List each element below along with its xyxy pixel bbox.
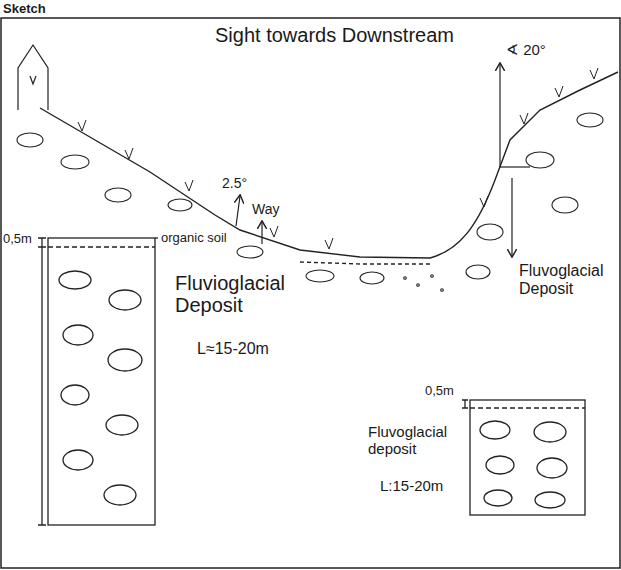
deposit-label: Fluvioglacial Deposit	[175, 272, 305, 316]
layer-thickness: 0,5m	[3, 232, 32, 246]
layer-thickness: 0,5m	[425, 384, 454, 398]
path-label: Way	[252, 202, 279, 217]
deposit-label: Fluvoglacial Deposit	[519, 262, 617, 297]
soil-column-right	[462, 400, 585, 515]
sketch-title: Sketch	[3, 2, 46, 16]
pebbles	[17, 113, 603, 291]
view-direction: Sight towards Downstream	[215, 24, 454, 46]
soil-label: organic soil	[161, 231, 227, 245]
sketch-frame	[1, 18, 620, 568]
deposit-label: Fluvoglacial deposit	[368, 424, 464, 457]
soil-column-left	[38, 238, 158, 525]
grass-ticks	[78, 68, 598, 249]
slope-angle: 2.5°	[222, 176, 247, 191]
deposit-thickness: L:15-20m	[380, 478, 443, 495]
deposit-thickness: L≈15-20m	[197, 340, 269, 358]
angle-arrows	[236, 64, 530, 256]
house	[18, 45, 48, 110]
slope-angle: ∢ 20°	[506, 42, 546, 59]
ground-profile	[40, 72, 618, 264]
